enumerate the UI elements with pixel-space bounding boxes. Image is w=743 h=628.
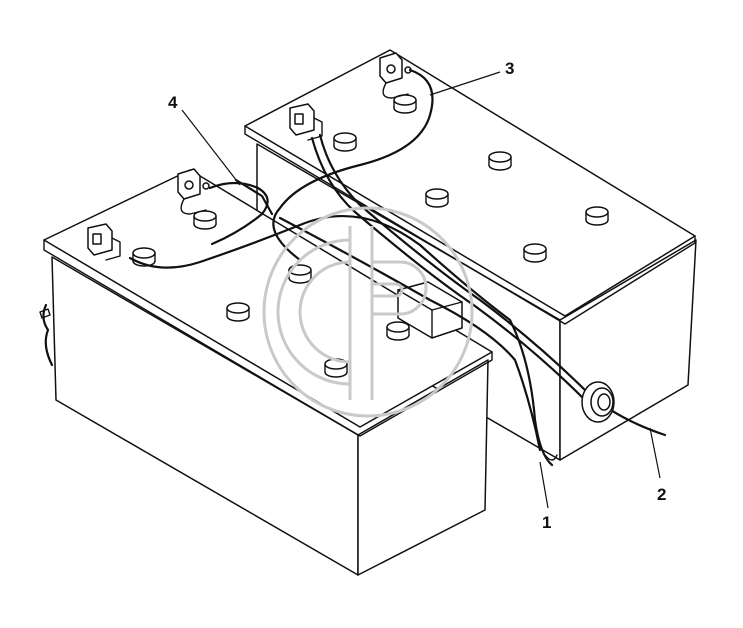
- leader-lines: [181, 71, 661, 509]
- leader-line-3: [429, 71, 501, 96]
- ground-cable: [128, 215, 554, 467]
- front-battery-side-face: [357, 359, 489, 576]
- cable-grommet-icon: [581, 381, 615, 423]
- hold-down-bracket: [397, 281, 463, 339]
- leader-line-4: [181, 109, 241, 186]
- leader-line-1: [539, 461, 549, 509]
- callout-1: 1: [542, 513, 551, 532]
- terminal-clamp-icon: [177, 168, 210, 215]
- wiring-harness: [128, 68, 667, 467]
- rear-battery-cell-caps: [333, 94, 609, 263]
- terminal-clamp-icon: [87, 223, 121, 261]
- front-battery: [39, 168, 493, 576]
- callout-4: 4: [168, 93, 178, 112]
- callout-2: 2: [657, 485, 666, 504]
- terminal-clamp-icon: [289, 103, 323, 141]
- callout-3: 3: [505, 59, 514, 78]
- link-cable: [208, 181, 269, 246]
- leader-line-2: [649, 427, 661, 479]
- cp-logo-watermark-icon: [262, 206, 474, 418]
- left-edge-cable: [42, 303, 54, 367]
- terminal-clamp-icon: [379, 52, 412, 99]
